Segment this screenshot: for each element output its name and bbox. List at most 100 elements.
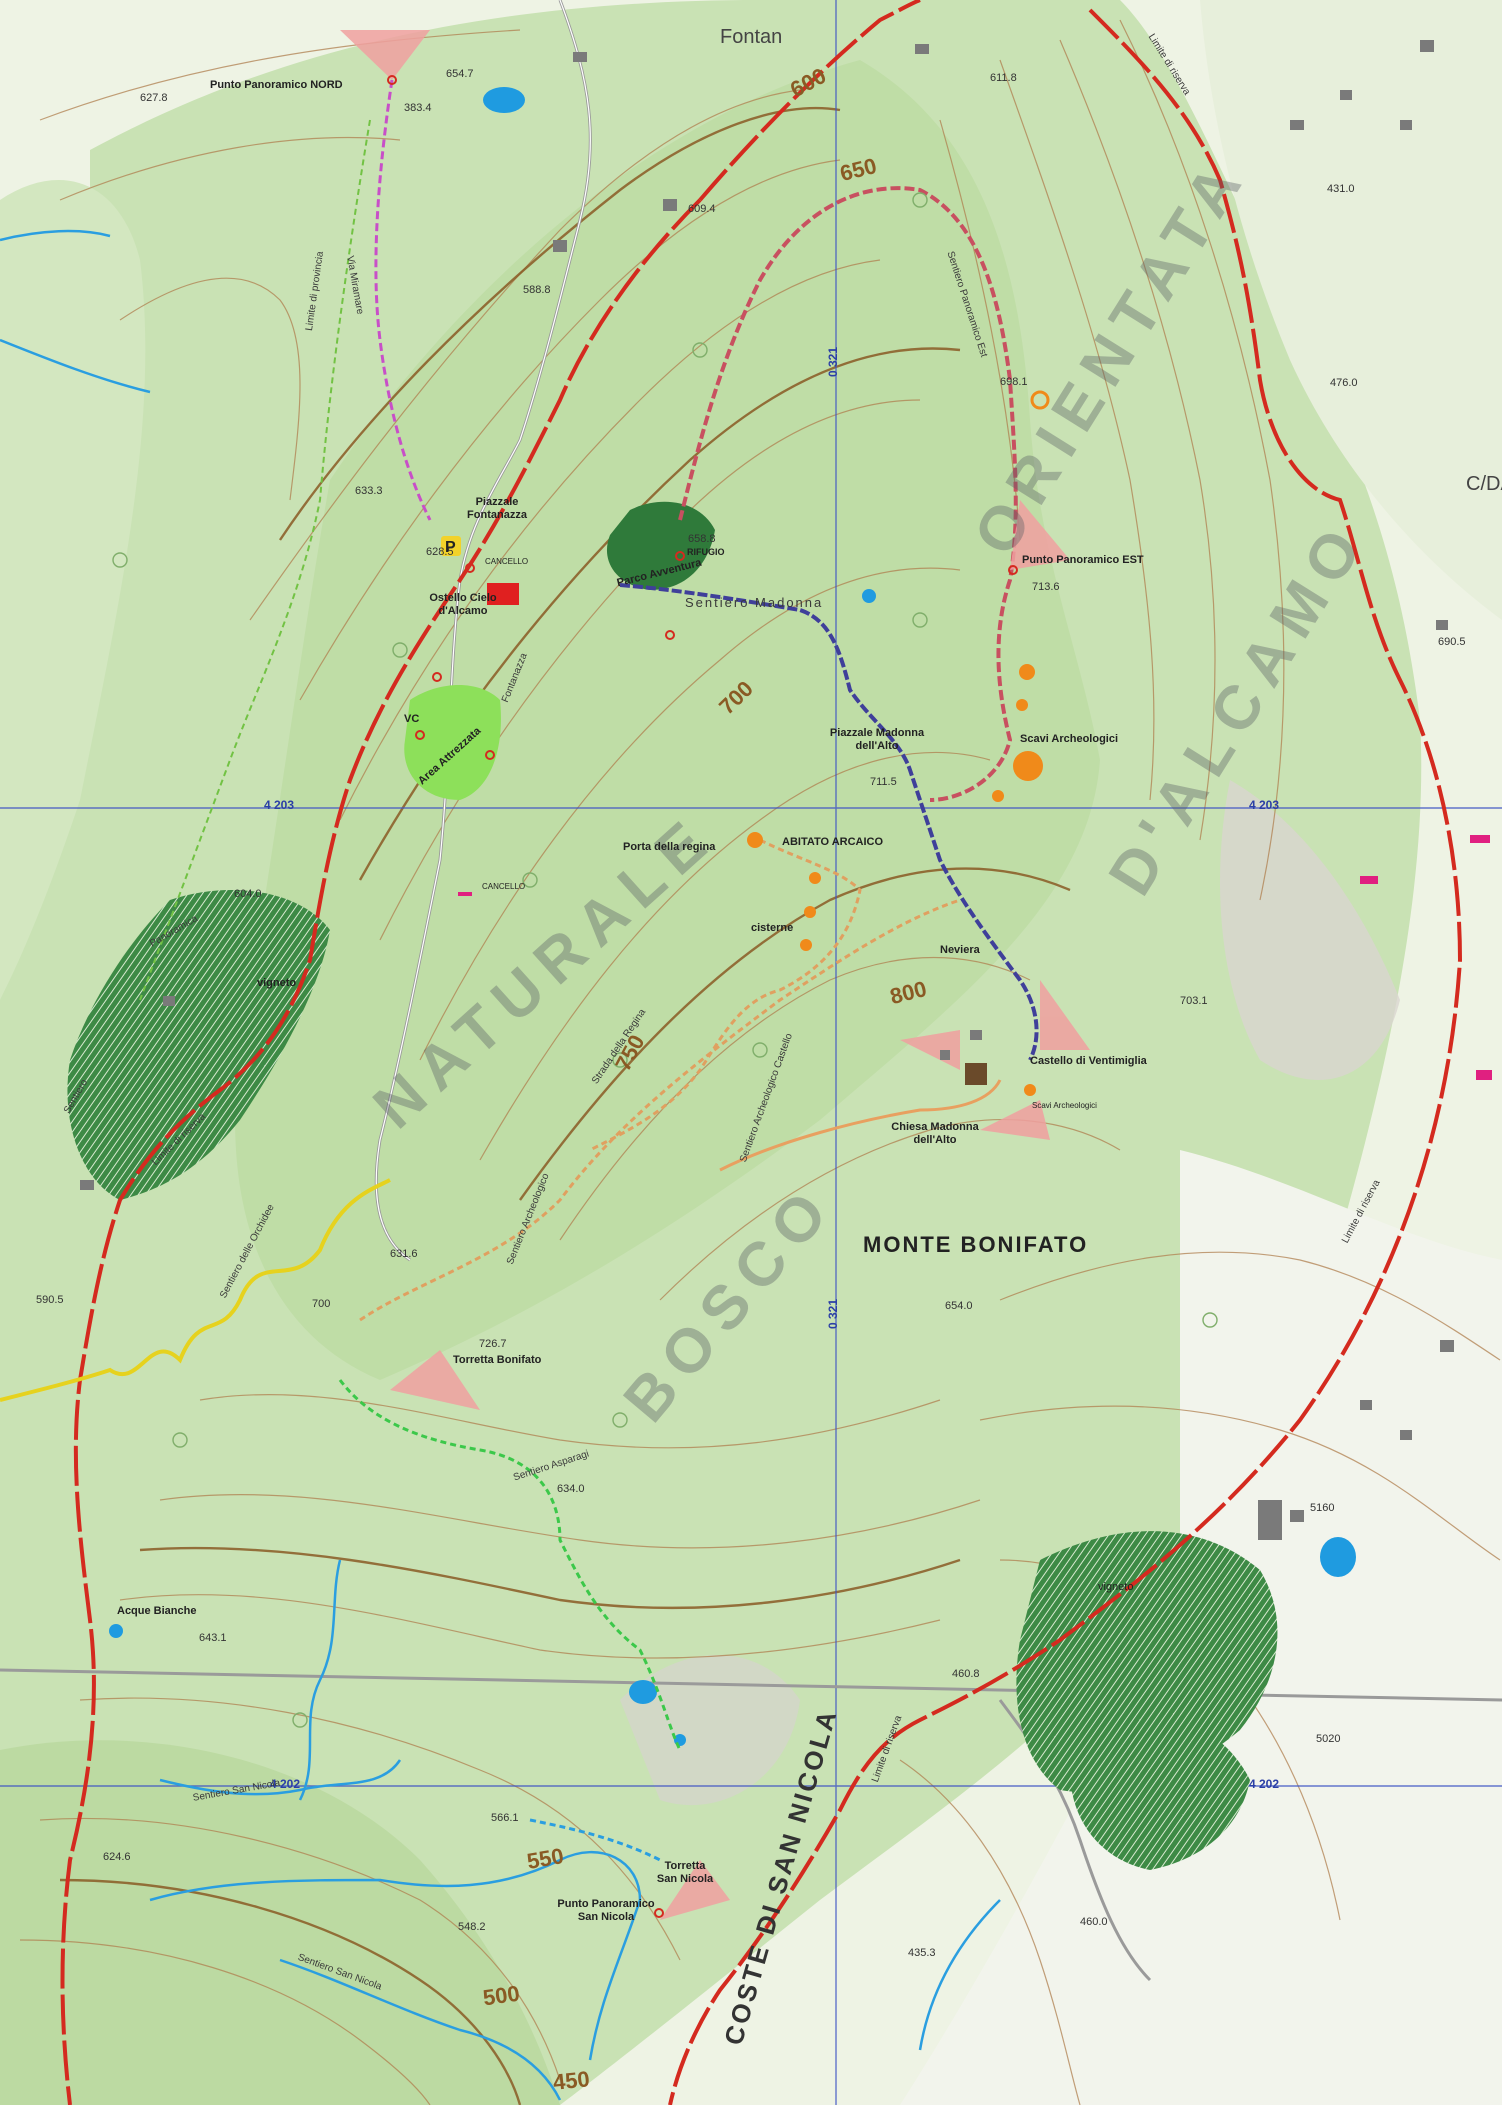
reserve-boundary: [60, 198, 702, 2105]
label-torretta-san-nicola: Torretta San Nicola: [656, 1860, 714, 1885]
tree-symbol-icon: [112, 552, 128, 568]
poi-circle-icon: [1016, 699, 1028, 711]
viewpoint-icon: [660, 1860, 730, 1920]
elevation-label: 631.6: [390, 1248, 418, 1260]
label-cancello-2: CANCELLO: [485, 557, 529, 566]
poi-ring-icon: [1008, 565, 1018, 575]
contour-label-450: 450: [551, 2066, 591, 2095]
hostel-icon: [487, 583, 519, 605]
poi-circle-icon: [800, 939, 812, 951]
label-cisterne: cisterne: [751, 922, 794, 934]
elevation-label: 700: [312, 1298, 331, 1310]
grid-label-northing-1-left: 4 203: [264, 798, 295, 812]
tree-symbol-icon: [1202, 1312, 1218, 1328]
water-point-icon: [109, 1624, 123, 1638]
elevation-label: 5020: [1316, 1733, 1341, 1745]
elevation-label: 711.5: [870, 776, 897, 788]
poi-ring-icon: [415, 730, 425, 740]
elevation-label: 5160: [1310, 1502, 1335, 1514]
trail-castello: [719, 1079, 1002, 1172]
viewpoint-icon: [1040, 980, 1090, 1050]
grid-label-northing-2-right: 4 202: [1249, 1777, 1280, 1791]
elevation-label: 460.8: [952, 1668, 980, 1680]
tree-symbol-icon: [522, 872, 538, 888]
label-torretta-bonifato: Torretta Bonifato: [453, 1354, 542, 1366]
reserve-boundary: [668, 8, 1463, 2105]
tree-symbol-icon: [612, 1052, 628, 1068]
trail-madonna: [619, 583, 1039, 1061]
label-rifugio: RIFUGIO: [687, 547, 725, 557]
trail-archeo: [589, 838, 862, 1152]
lake-icon: [1320, 1537, 1356, 1577]
reserve-boundary: [698, 0, 921, 202]
elevation-label: 383.4: [404, 102, 432, 114]
gate-icon: [458, 892, 472, 896]
poi-circle-icon: [1024, 1084, 1036, 1096]
label-piazzale-madonna: Piazzale Madonna dell'Alto: [829, 727, 925, 752]
picnic-area: [404, 685, 501, 800]
contour-label-500: 500: [481, 1980, 522, 2011]
tree-symbol-icon: [392, 642, 408, 658]
trail-label-madonna: Sentiero Madonna: [685, 595, 824, 610]
lake-icon: [629, 1680, 657, 1704]
elevation-label: 604.0: [234, 888, 262, 900]
poi-ring-icon: [387, 75, 397, 85]
label-castello-ventimiglia: Castello di Ventimiglia: [1030, 1055, 1147, 1067]
viewpoint-icon: [340, 30, 430, 80]
elevation-label: 611.8: [990, 72, 1017, 84]
open-northeast: [1200, 0, 1502, 620]
tree-symbol-icon: [292, 1712, 308, 1728]
elevation-label: 654.0: [945, 1300, 973, 1312]
label-ostello: Ostello Cielo d'Alcamo: [429, 592, 497, 617]
label-punto-panoramico-sn: Punto Panoramico San Nicola: [557, 1898, 655, 1923]
label-porta-della-regina: Porta della regina: [623, 841, 716, 853]
label-abitato-arcaico: ABITATO ARCAICO: [782, 836, 884, 848]
rock-south: [620, 1655, 800, 1806]
poi-circle-icon: [804, 906, 816, 918]
trail-sn: [529, 1818, 661, 1862]
label-vc: VC: [404, 713, 420, 725]
elevation-label: 654.7: [446, 68, 474, 80]
elevation-label: 726.7: [479, 1338, 507, 1350]
grid-label-easting-top: 0 321: [826, 346, 841, 378]
trail-asparagi: [338, 1379, 682, 1751]
elevation-label: 627.8: [140, 92, 168, 104]
woodland-west: [0, 180, 146, 1000]
elevation-label: 460.0: [1080, 1916, 1108, 1928]
grid-label-easting-bottom: 0 321: [826, 1298, 841, 1330]
elevation-label: 431.0: [1327, 183, 1355, 195]
poi-circle-icon: [1019, 664, 1035, 680]
label-punto-panoramico-nord: Punto Panoramico NORD: [210, 79, 343, 91]
buildings: [80, 40, 1454, 1540]
tree-symbol-icon: [692, 342, 708, 358]
gate-icon: [1470, 835, 1490, 843]
tree-symbol-icon: [612, 1412, 628, 1428]
poi-ring-icon: [665, 630, 675, 640]
woodland-inner: [235, 60, 1100, 1380]
elevation-label: 658.8: [688, 533, 716, 545]
water-point-icon: [862, 589, 876, 603]
poi-markers: [747, 390, 1050, 1096]
elevation-label: 698.1: [1000, 376, 1028, 388]
vineyard-west: [67, 890, 330, 1200]
tree-symbol-icon: [912, 612, 928, 628]
elevation-label: 590.5: [36, 1294, 64, 1306]
label-chiesa-madonna: Chiesa Madonna dell'Alto: [891, 1121, 979, 1146]
label-punto-panoramico-est: Punto Panoramico EST: [1022, 554, 1144, 566]
summit-label: MONTE BONIFATO: [863, 1232, 1089, 1257]
elevation-label: 634.0: [557, 1483, 585, 1495]
poi-ring-icon: [675, 551, 685, 561]
grid-label-northing-1-right: 4 203: [1249, 798, 1280, 812]
elevation-label: 633.3: [355, 485, 383, 497]
tree-symbol-icon: [172, 1432, 188, 1448]
edge-label-fontana: Fontan: [720, 26, 783, 48]
poi-circle-icon: [1013, 751, 1043, 781]
trail-archeo: [359, 898, 961, 1322]
label-scavi-archeologici-small: Scavi Archeologici: [1032, 1101, 1097, 1110]
vineyard-southeast: [1070, 1700, 1250, 1870]
parking-icon: [441, 536, 461, 556]
poi-circle-icon: [1030, 390, 1050, 410]
viewpoint-icon: [980, 1100, 1050, 1140]
